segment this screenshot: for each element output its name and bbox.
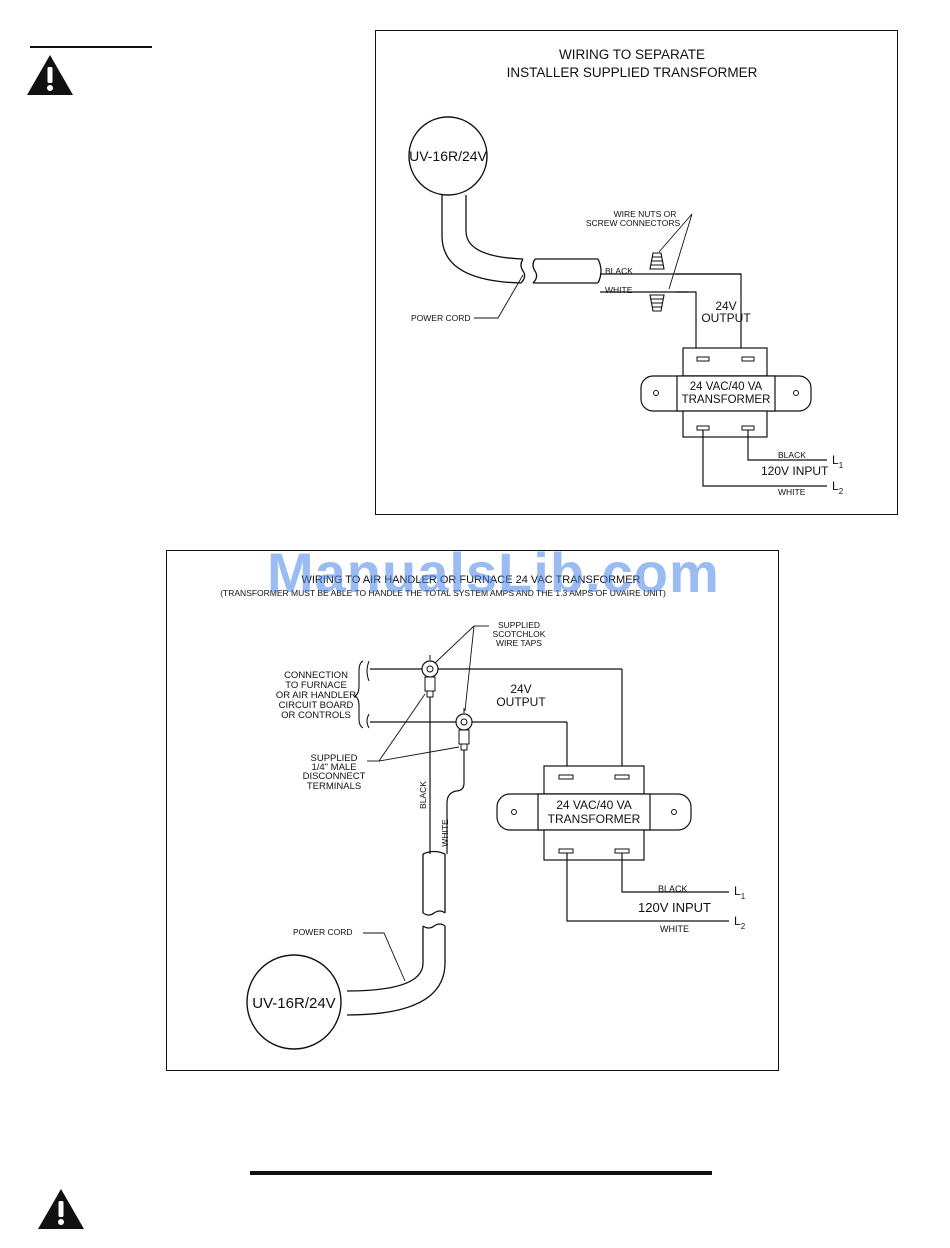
top-title-line1: WIRING TO SEPARATE [559,47,705,62]
diagram-top-svg: WIRING TO SEPARATE INSTALLER SUPPLIED TR… [408,47,844,497]
top-output-line2: OUTPUT [701,311,751,325]
bottom-output-line1: 24V [510,682,531,696]
top-l1-sub: 1 [839,461,844,470]
bottom-title-line2: (TRANSFORMER MUST BE ABLE TO HANDLE THE … [220,588,666,598]
uv-unit-label: UV-16R/24V [409,148,487,164]
top-l1: L [832,453,839,467]
top-input-label: 120V INPUT [761,464,829,478]
top-rule [30,46,152,48]
diagram-bottom-svg: WIRING TO AIR HANDLER OR FURNACE 24 VAC … [220,574,746,1050]
top-transformer-line2: TRANSFORMER [682,394,771,406]
bottom-input-white: WHITE [660,924,689,934]
bottom-l2-sub: 2 [741,922,746,931]
svg-text:L2: L2 [734,914,746,931]
top-input-black: BLACK [778,450,806,460]
bottom-transformer [496,765,692,861]
svg-text:L1: L1 [734,884,746,901]
connection-line1: CONNECTION [284,670,348,681]
uv-unit-circle [408,116,488,196]
diagram-separate-transformer: WIRING TO SEPARATE INSTALLER SUPPLIED TR… [375,30,898,515]
warning-triangle-icon [27,55,73,95]
top-transformer-line1: 24 VAC/40 VA [690,381,763,393]
connection-line2: TO FURNACE [285,680,347,691]
bottom-l1: L [734,884,741,898]
wire-nut-icon [649,252,665,312]
bottom-input-label: 120V INPUT [638,900,711,915]
scotchlok-line2: SCOTCHLOK [493,629,546,639]
bottom-transformer-line1: 24 VAC/40 VA [556,798,632,812]
bottom-power-cord-label: POWER CORD [293,927,353,937]
bottom-l1-sub: 1 [741,892,746,901]
top-l2: L [832,479,839,493]
top-l2-sub: 2 [839,487,844,496]
scotchlok-tap-icon [421,655,473,751]
wire-nuts-line1: WIRE NUTS OR [614,209,677,219]
diagram-furnace-transformer: WIRING TO AIR HANDLER OR FURNACE 24 VAC … [166,550,779,1071]
terminals-line1: SUPPLIED [311,753,358,764]
connection-line4: CIRCUIT BOARD [279,700,354,711]
svg-text:L1: L1 [832,453,844,470]
bottom-output-line2: OUTPUT [496,695,546,709]
bottom-uv-unit-circle [246,954,342,1050]
bottom-transformer-line2: TRANSFORMER [548,812,641,826]
svg-text:L2: L2 [832,479,844,496]
connection-line5: OR CONTROLS [281,710,351,721]
warning-triangle-icon [38,1189,84,1229]
terminals-line4: TERMINALS [307,781,361,792]
terminals-line2: 1/4" MALE [311,762,356,773]
terminals-line3: DISCONNECT [303,771,366,782]
scotchlok-line1: SUPPLIED [498,620,540,630]
wire-nuts-line2: SCREW CONNECTORS [586,218,681,228]
top-power-cord-label: POWER CORD [411,313,471,323]
watermark: ManualsLib.com [267,541,720,604]
bottom-rule [250,1171,712,1175]
bottom-black-label: BLACK [418,781,428,809]
bottom-white-label: WHITE [440,819,450,847]
top-transformer [640,347,812,438]
scotchlok-line3: WIRE TAPS [496,638,542,648]
connection-line3: OR AIR HANDLER [276,690,356,701]
top-title-line2: INSTALLER SUPPLIED TRANSFORMER [507,65,758,80]
bottom-title-line1: WIRING TO AIR HANDLER OR FURNACE 24 VAC … [301,574,640,586]
top-input-white: WHITE [778,487,806,497]
top-output-line1: 24V [715,299,736,313]
top-white-label: WHITE [605,285,633,295]
top-black-label: BLACK [605,266,633,276]
bottom-uv-unit-label: UV-16R/24V [252,995,335,1012]
bottom-input-black: BLACK [658,884,688,894]
bottom-l2: L [734,914,741,928]
